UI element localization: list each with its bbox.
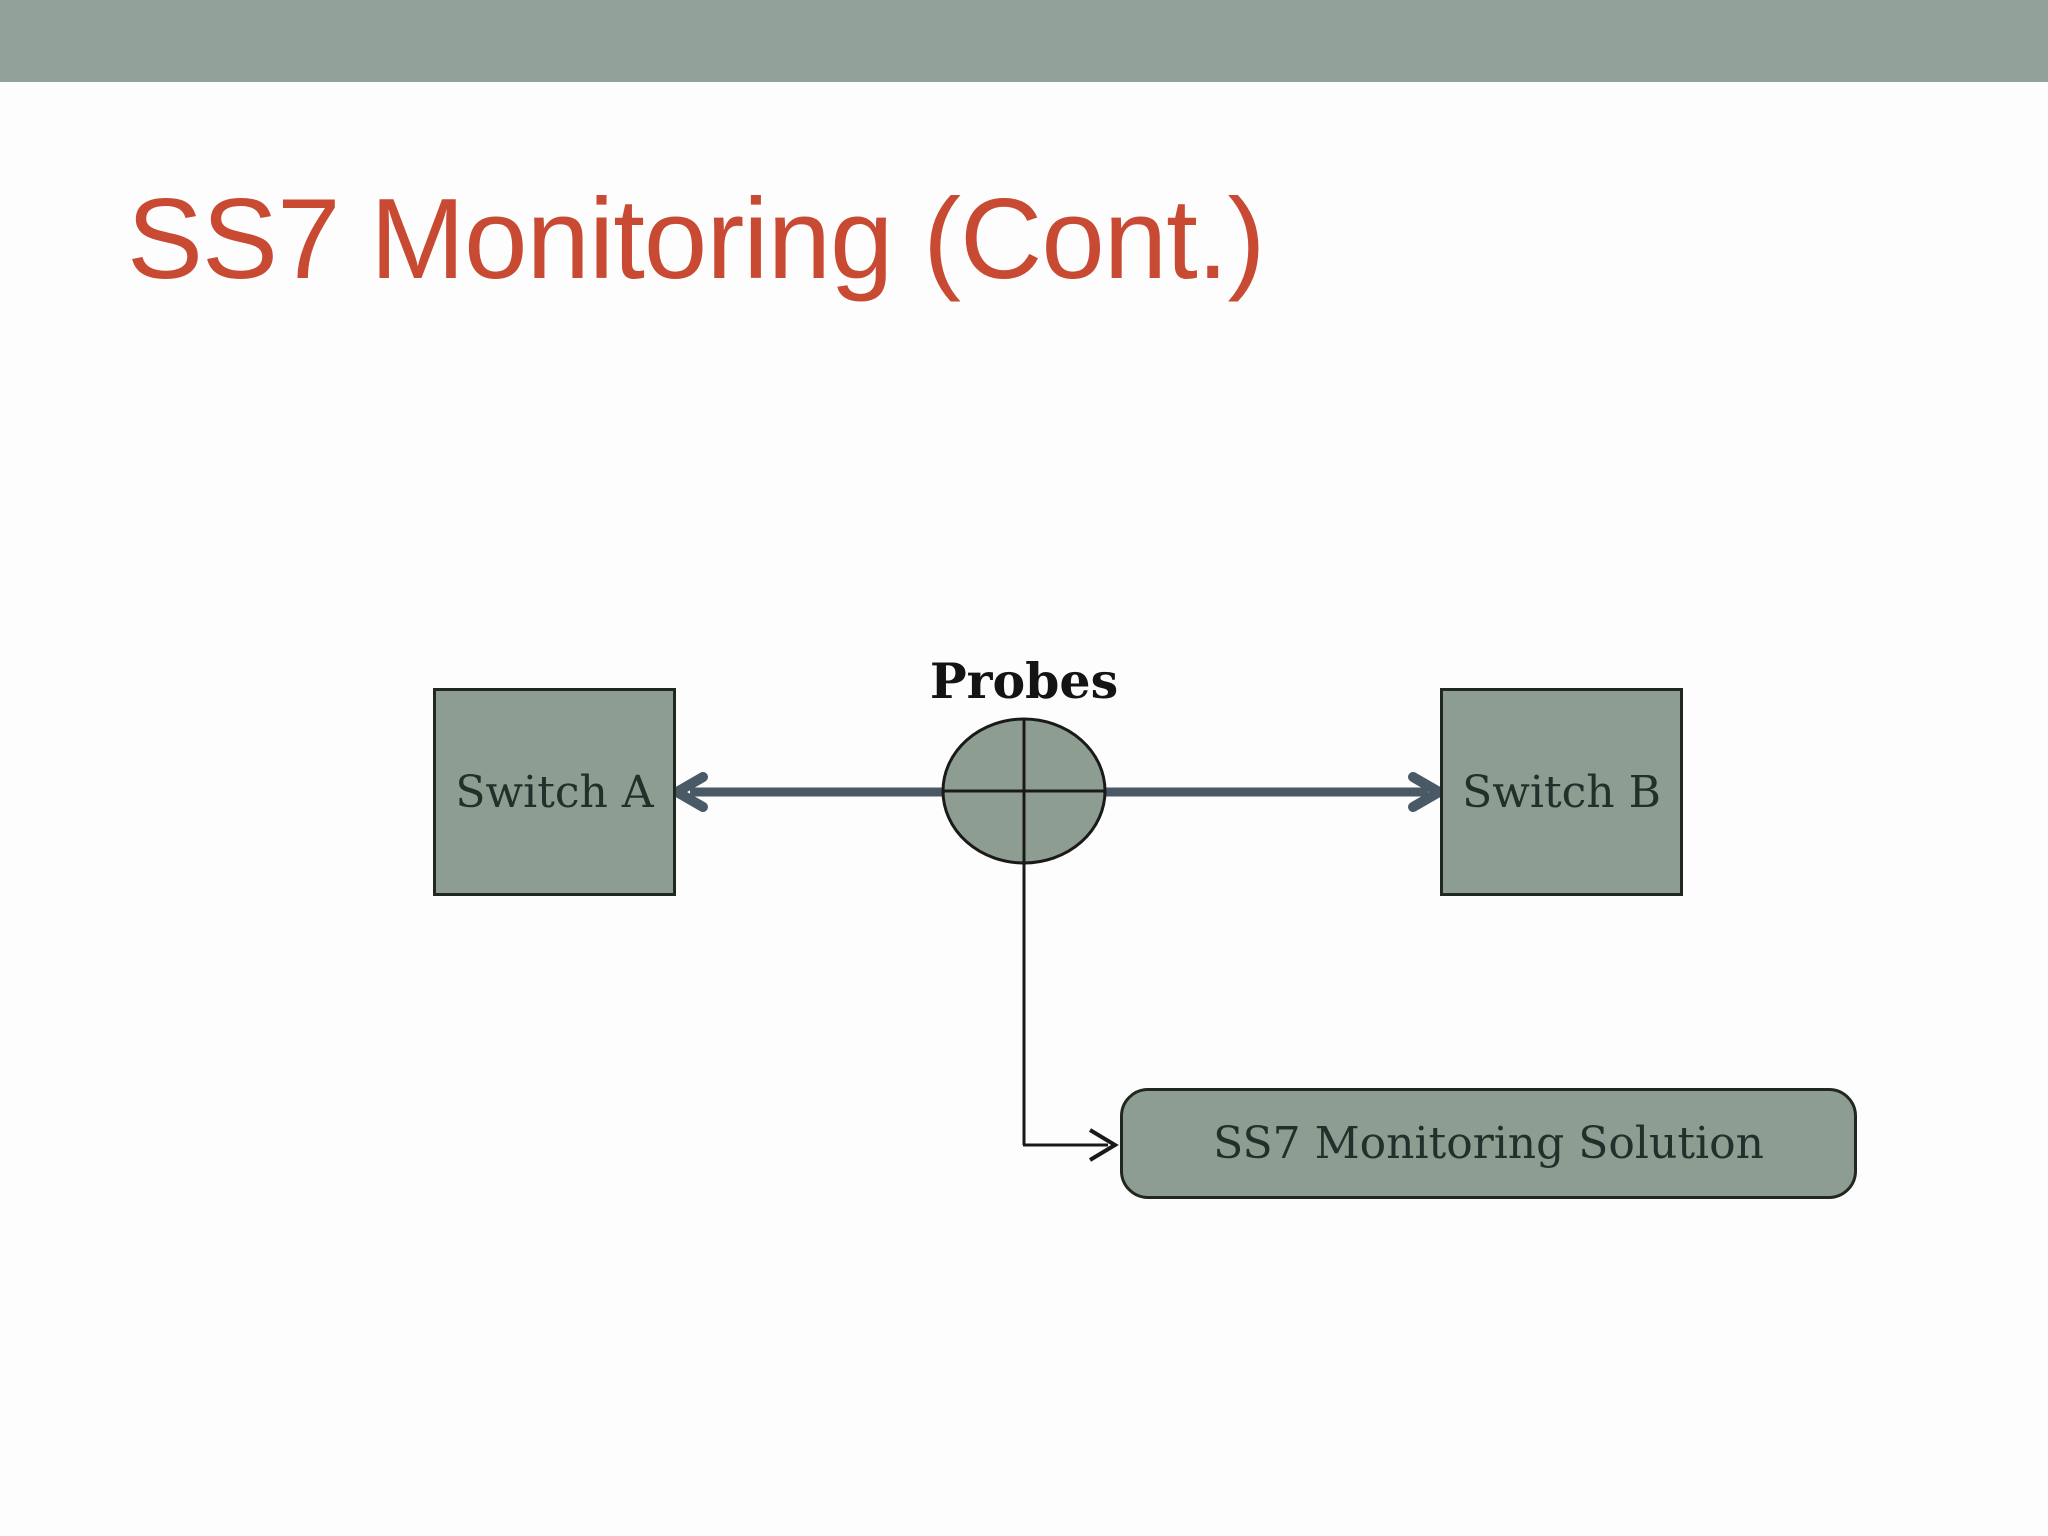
switch-b-label: Switch B <box>1462 766 1661 818</box>
monitoring-solution-label: SS7 Monitoring Solution <box>1213 1118 1764 1169</box>
elbow-arrowhead-icon <box>1088 1128 1119 1162</box>
header-bar <box>0 0 2048 82</box>
switch-a-box: Switch A <box>433 688 676 896</box>
probes-label: Probes <box>929 652 1119 710</box>
monitoring-solution-box: SS7 Monitoring Solution <box>1120 1088 1857 1199</box>
right-arrowhead-icon <box>1408 772 1444 812</box>
switch-b-box: Switch B <box>1440 688 1683 896</box>
switch-a-label: Switch A <box>455 766 654 818</box>
left-arrowhead-icon <box>672 772 708 812</box>
slide-title: SS7 Monitoring (Cont.) <box>127 176 1265 303</box>
